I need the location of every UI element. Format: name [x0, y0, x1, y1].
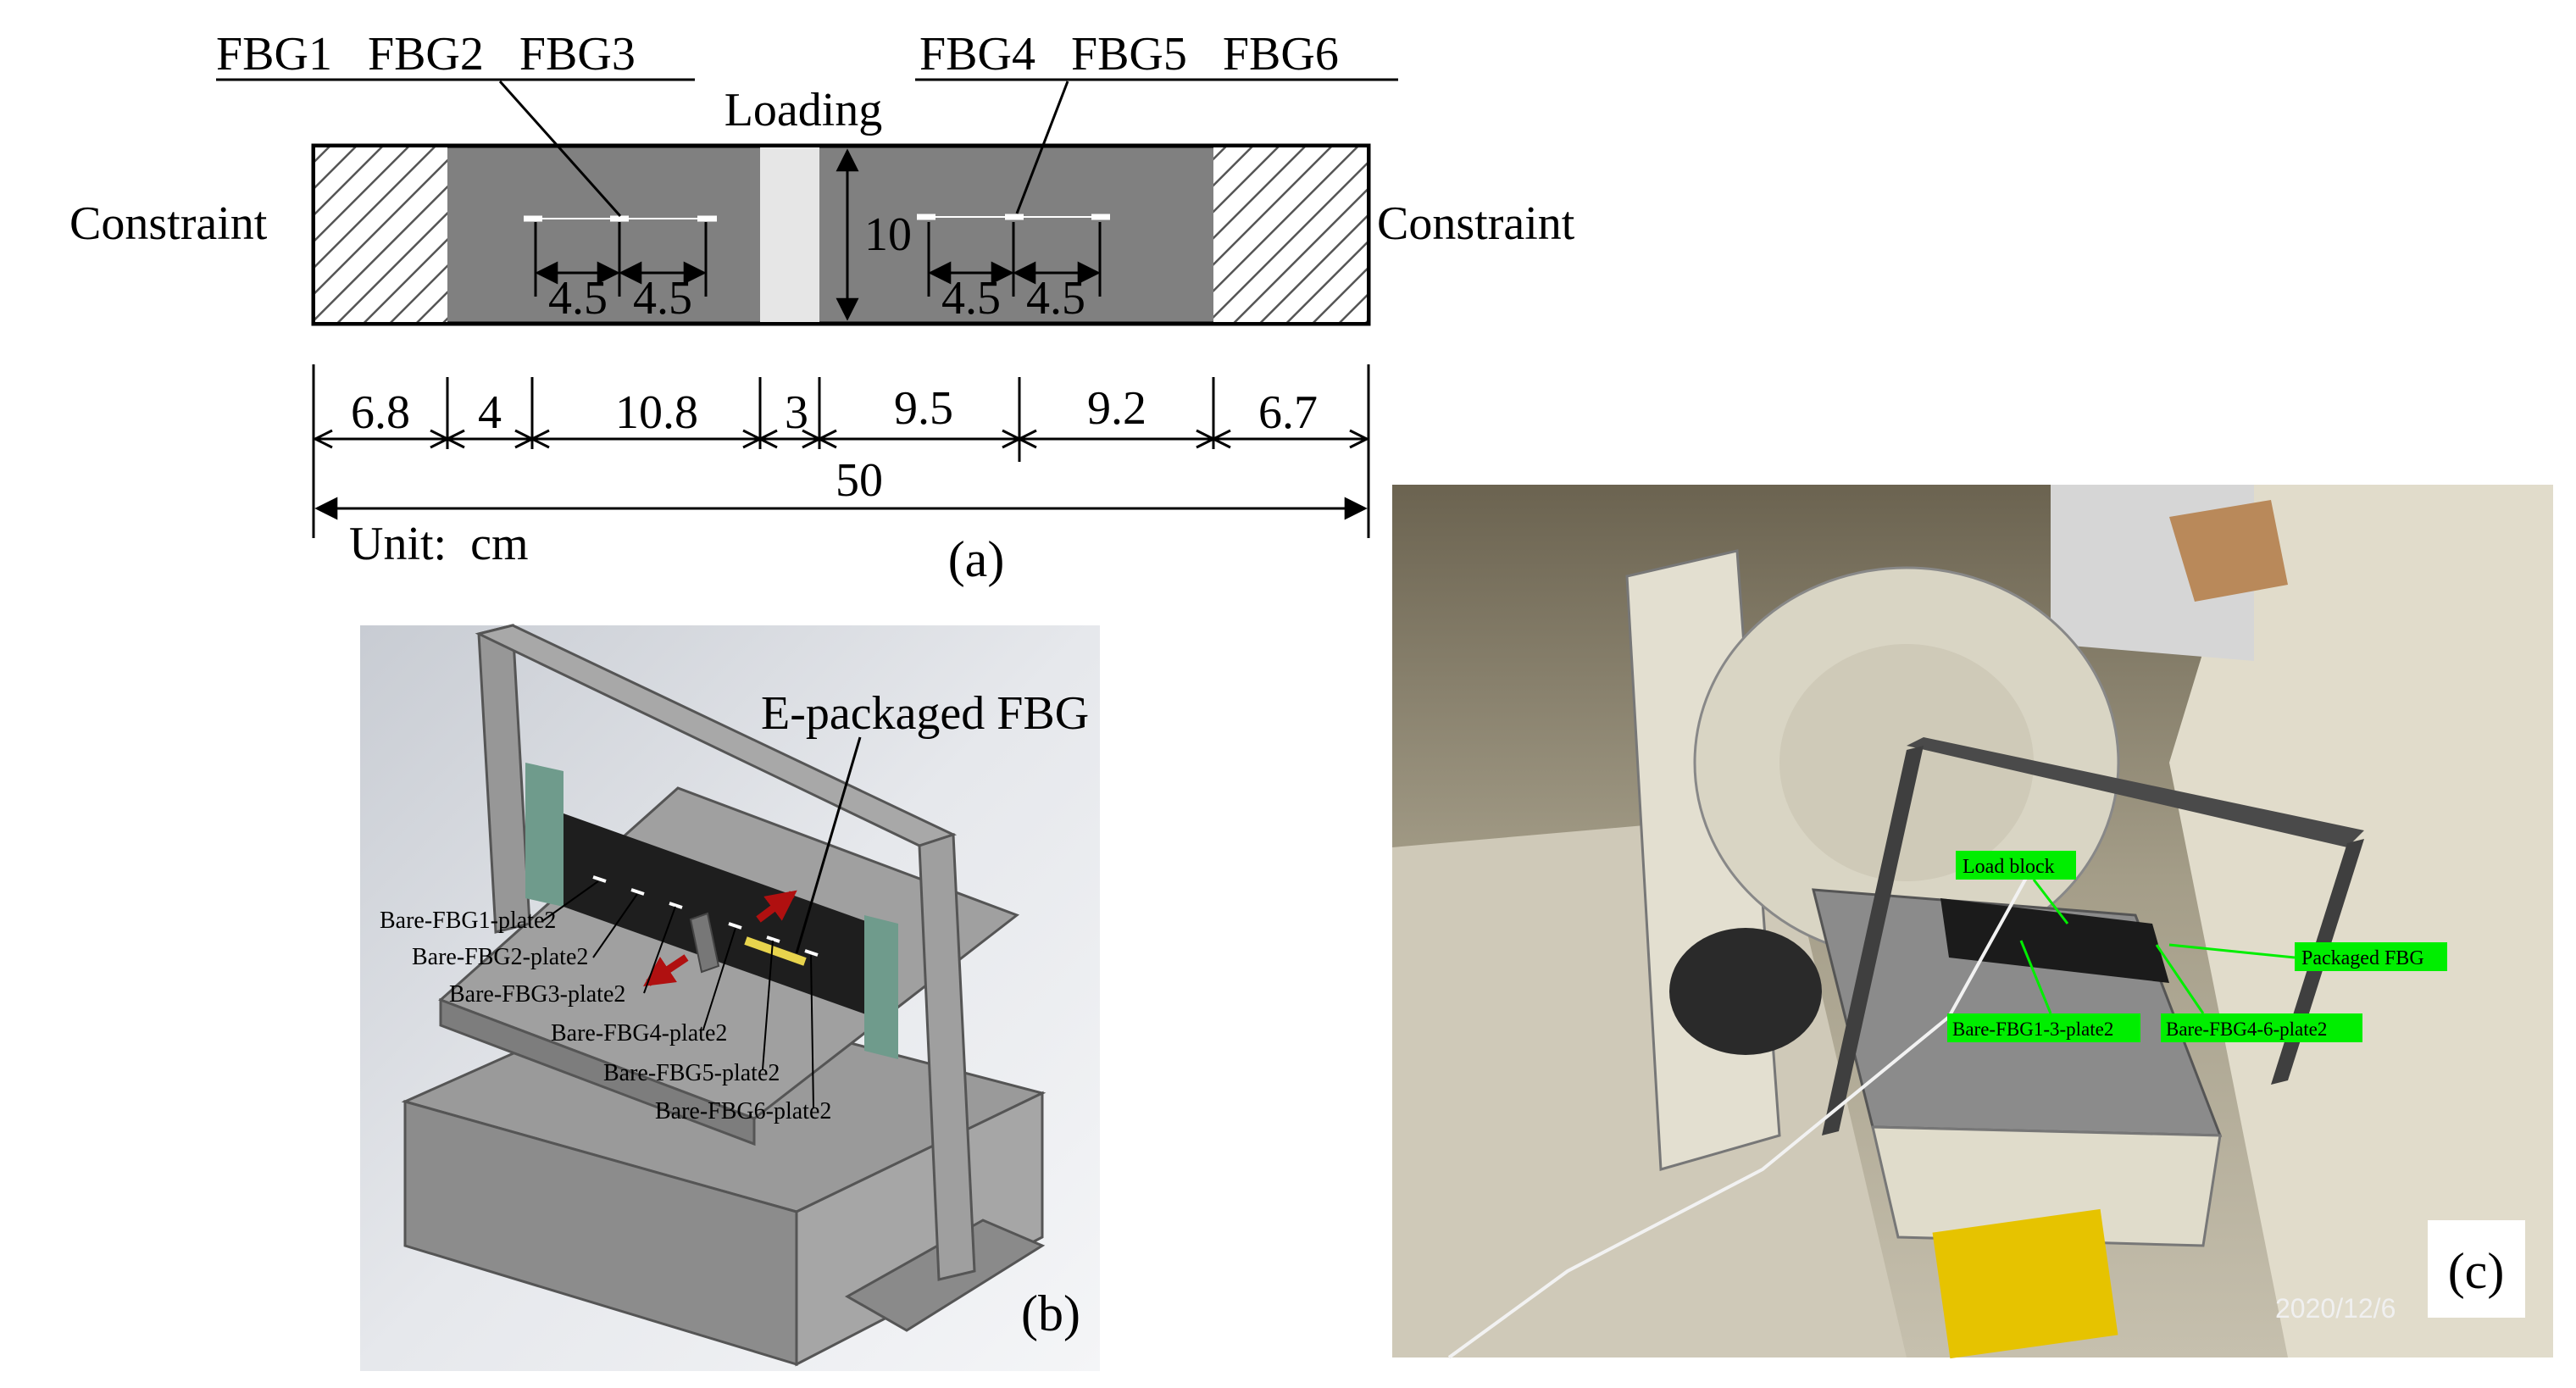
tag-load-block-leader	[2032, 879, 2069, 924]
tag-packaged-fbg-leader	[2168, 943, 2296, 959]
loading-label: Loading	[724, 84, 883, 136]
yellow-pad	[1932, 1208, 2118, 1359]
constraint-right-hatch	[1213, 147, 1367, 322]
fbg-left-leader	[498, 81, 622, 217]
photo-wall-right	[2169, 485, 2553, 1357]
fbg-group-left-label: FBG1 FBG2 FBG3	[216, 28, 636, 81]
panel-b: E-packaged FBG Bare-FBG1-plate2 Bare-FBG…	[360, 624, 1100, 1371]
height-label: 10	[864, 208, 912, 261]
tag-bare-4-6-leader	[2155, 944, 2205, 1014]
dimension-chain	[312, 364, 1370, 538]
dim-7: 6.7	[1258, 386, 1318, 439]
frame-right-post	[918, 832, 976, 1281]
tag-packaged-fbg: Packaged FBG	[2301, 947, 2424, 969]
bare-fbg-label: Bare-FBG2-plate2	[412, 944, 588, 970]
dim-1: 6.8	[351, 386, 410, 439]
constraint-left-label: Constraint	[69, 197, 268, 250]
fiber-cable	[1447, 863, 2035, 1359]
table-front	[439, 997, 756, 1146]
packaged-fbg	[744, 936, 807, 966]
clamp-left	[525, 763, 564, 907]
e-packaged-fbg-leader	[795, 736, 862, 954]
load-block	[689, 912, 720, 974]
caption-a: (a)	[948, 531, 1005, 587]
tag-packaged-fbg-bg	[2295, 942, 2447, 971]
panel-c: Load block Packaged FBG Bare-FBG1-3-plat…	[1392, 485, 2553, 1359]
panel-a: FBG1 FBG2 FBG3 FBG4 FBG5 FBG6 Loading Co…	[69, 28, 1575, 587]
red-arrow-up	[756, 890, 797, 923]
bare-fbg-label: Bare-FBG6-plate2	[655, 1098, 831, 1124]
tag-bare-1-3: Bare-FBG1-3-plate2	[1952, 1019, 2113, 1040]
caption-c: (c)	[2448, 1243, 2505, 1299]
spacing-left-1: 4.5	[548, 272, 608, 325]
tag-load-block: Load block	[1963, 856, 2055, 878]
dim-5: 9.5	[894, 382, 953, 435]
tag-bare-4-6: Bare-FBG4-6-plate2	[2166, 1019, 2327, 1040]
date-stamp: 2020/12/6	[2275, 1293, 2396, 1324]
fbg-left-spacing	[534, 222, 708, 297]
fbg-marks	[592, 875, 819, 957]
photo-box	[2169, 500, 2288, 602]
bare-fbg-leaders	[541, 880, 814, 1109]
fbg-right-spacing	[927, 222, 1102, 297]
unit-label: Unit: cm	[349, 518, 529, 570]
counterweight	[1669, 928, 1822, 1055]
tag-bare-1-3-bg	[1947, 1013, 2140, 1042]
dim-3: 10.8	[615, 386, 698, 439]
caption-c-box	[2428, 1220, 2525, 1318]
dim-4: 3	[785, 386, 808, 439]
fbg-right-leader	[1015, 81, 1069, 214]
bare-fbg-label: Bare-FBG1-plate2	[380, 908, 556, 934]
photo-plate	[1940, 898, 2169, 983]
tag-load-block-bg	[1956, 851, 2076, 880]
bare-plate	[564, 813, 873, 1017]
tag-bare-1-3-leader	[2019, 940, 2052, 1014]
dim-total: 50	[836, 454, 883, 507]
spacing-right-1: 4.5	[941, 272, 1001, 325]
tag-bare-4-6-bg	[2161, 1013, 2362, 1042]
fbg-group-right-label: FBG4 FBG5 FBG6	[919, 28, 1339, 81]
constraint-right-label: Constraint	[1377, 197, 1575, 250]
red-arrow-down	[643, 954, 689, 986]
bare-fbg-label: Bare-FBG4-plate2	[551, 1020, 727, 1047]
dim-2: 4	[478, 386, 502, 439]
steel-frame-beam	[1907, 737, 2364, 847]
clamp-right	[864, 915, 898, 1059]
dim-6: 9.2	[1087, 382, 1146, 435]
bare-fbg-labels: Bare-FBG1-plate2 Bare-FBG2-plate2 Bare-F…	[380, 908, 831, 1124]
spacing-right-2: 4.5	[1026, 272, 1085, 325]
spacing-left-2: 4.5	[633, 272, 692, 325]
steel-frame-left	[1822, 746, 1924, 1135]
shaker-base	[1871, 1125, 2222, 1247]
loading-strip	[760, 147, 819, 322]
e-packaged-fbg-label: E-packaged FBG	[761, 687, 1089, 740]
caption-b: (b)	[1021, 1285, 1080, 1341]
bare-fbg-label: Bare-FBG3-plate2	[449, 981, 625, 1008]
constraint-left-hatch	[315, 147, 447, 322]
bare-fbg-label: Bare-FBG5-plate2	[603, 1060, 780, 1086]
plate	[311, 143, 1371, 326]
